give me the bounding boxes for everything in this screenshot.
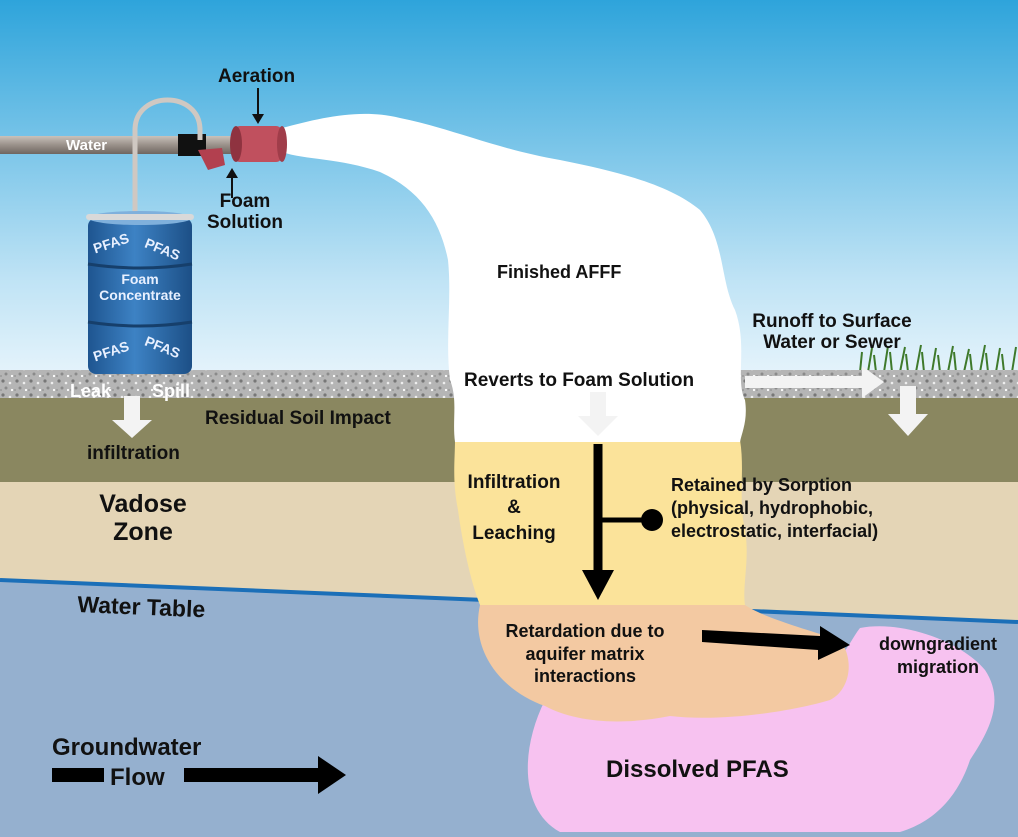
vadose-zone-label: Vadose Zone (80, 490, 206, 546)
gw-arrow-right (184, 756, 346, 794)
drum-label: Foam Concentrate (88, 271, 192, 303)
downgradient-label: downgradient migration (858, 633, 1018, 678)
infiltration-leaching-line-2: & (507, 497, 521, 519)
retained-line-2: (physical, hydrophobic, (671, 498, 874, 519)
drum-label-line-2: Concentrate (99, 286, 181, 303)
vadose-line-2: Zone (113, 518, 173, 546)
vadose-line-1: Vadose (99, 490, 187, 518)
retardation-line-3: interactions (533, 666, 637, 687)
nozzle-back (230, 126, 242, 162)
runoff-down-arrow (888, 386, 928, 436)
infiltration-leaching-label: Infiltration & Leaching (452, 470, 576, 546)
infiltration-arrows (112, 366, 928, 438)
retardation-label: Retardation due to aquifer matrix intera… (476, 620, 694, 688)
retardation-line-2: aquifer matrix (525, 643, 645, 664)
foam-cloud (282, 113, 746, 443)
infiltration-leaching-line-3: Leaching (472, 522, 556, 544)
drum (86, 211, 194, 374)
water-label: Water (66, 137, 108, 154)
grass (859, 344, 1017, 373)
runoff-right-arrow (745, 366, 884, 398)
foam-solution-line-1: Foam (219, 191, 271, 212)
infiltration-leaching-line-1: Infiltration (467, 472, 561, 493)
flow-label: Flow (110, 764, 165, 791)
runoff-label: Runoff to Surface Water or Sewer (730, 311, 934, 354)
runoff-line-2: Water or Sewer (763, 332, 901, 354)
residual-soil-label: Residual Soil Impact (205, 408, 391, 429)
dissolved-plume (527, 626, 995, 832)
gw-arrow-left (52, 768, 104, 782)
retained-sorption-label: Retained by Sorption (physical, hydropho… (671, 474, 878, 543)
foam-solution-label: Foam Solution (200, 191, 290, 234)
finished-afff-label: Finished AFFF (497, 262, 622, 282)
runoff-line-1: Runoff to Surface (752, 311, 912, 332)
reverts-label: Reverts to Foam Solution (464, 370, 695, 391)
eductor (198, 148, 225, 170)
aeration-label: Aeration (218, 66, 296, 87)
nozzle-mouth (277, 126, 287, 162)
dissolved-pfas-label: Dissolved PFAS (606, 756, 789, 783)
spill-label: Spill (152, 381, 191, 401)
retained-line-1: Retained by Sorption (671, 475, 853, 495)
aeration-arrow (252, 114, 264, 124)
leaching-arrow-head (582, 570, 614, 600)
groundwater-label: Groundwater (52, 734, 202, 761)
downgradient-arrow (702, 626, 850, 660)
downgradient-line-1: downgradient (879, 634, 997, 654)
infiltration-label: infiltration (87, 443, 180, 464)
water-table-label: Water Table (76, 591, 206, 623)
siphon-tube (132, 97, 203, 218)
leak-down-arrow (112, 396, 152, 438)
nozzle (234, 126, 282, 162)
foam-down-arrow (578, 392, 618, 436)
sorption-dot (641, 509, 663, 531)
retardation-line-1: Retardation due to (505, 621, 665, 641)
drum-label-line-1: Foam (121, 271, 159, 287)
retained-line-3: electrostatic, interfacial) (671, 521, 879, 542)
downgradient-line-2: migration (896, 656, 979, 677)
foam-solution-line-2: Solution (207, 212, 283, 234)
leak-label: Leak (70, 381, 112, 401)
foam-solution-arrow (226, 168, 238, 178)
